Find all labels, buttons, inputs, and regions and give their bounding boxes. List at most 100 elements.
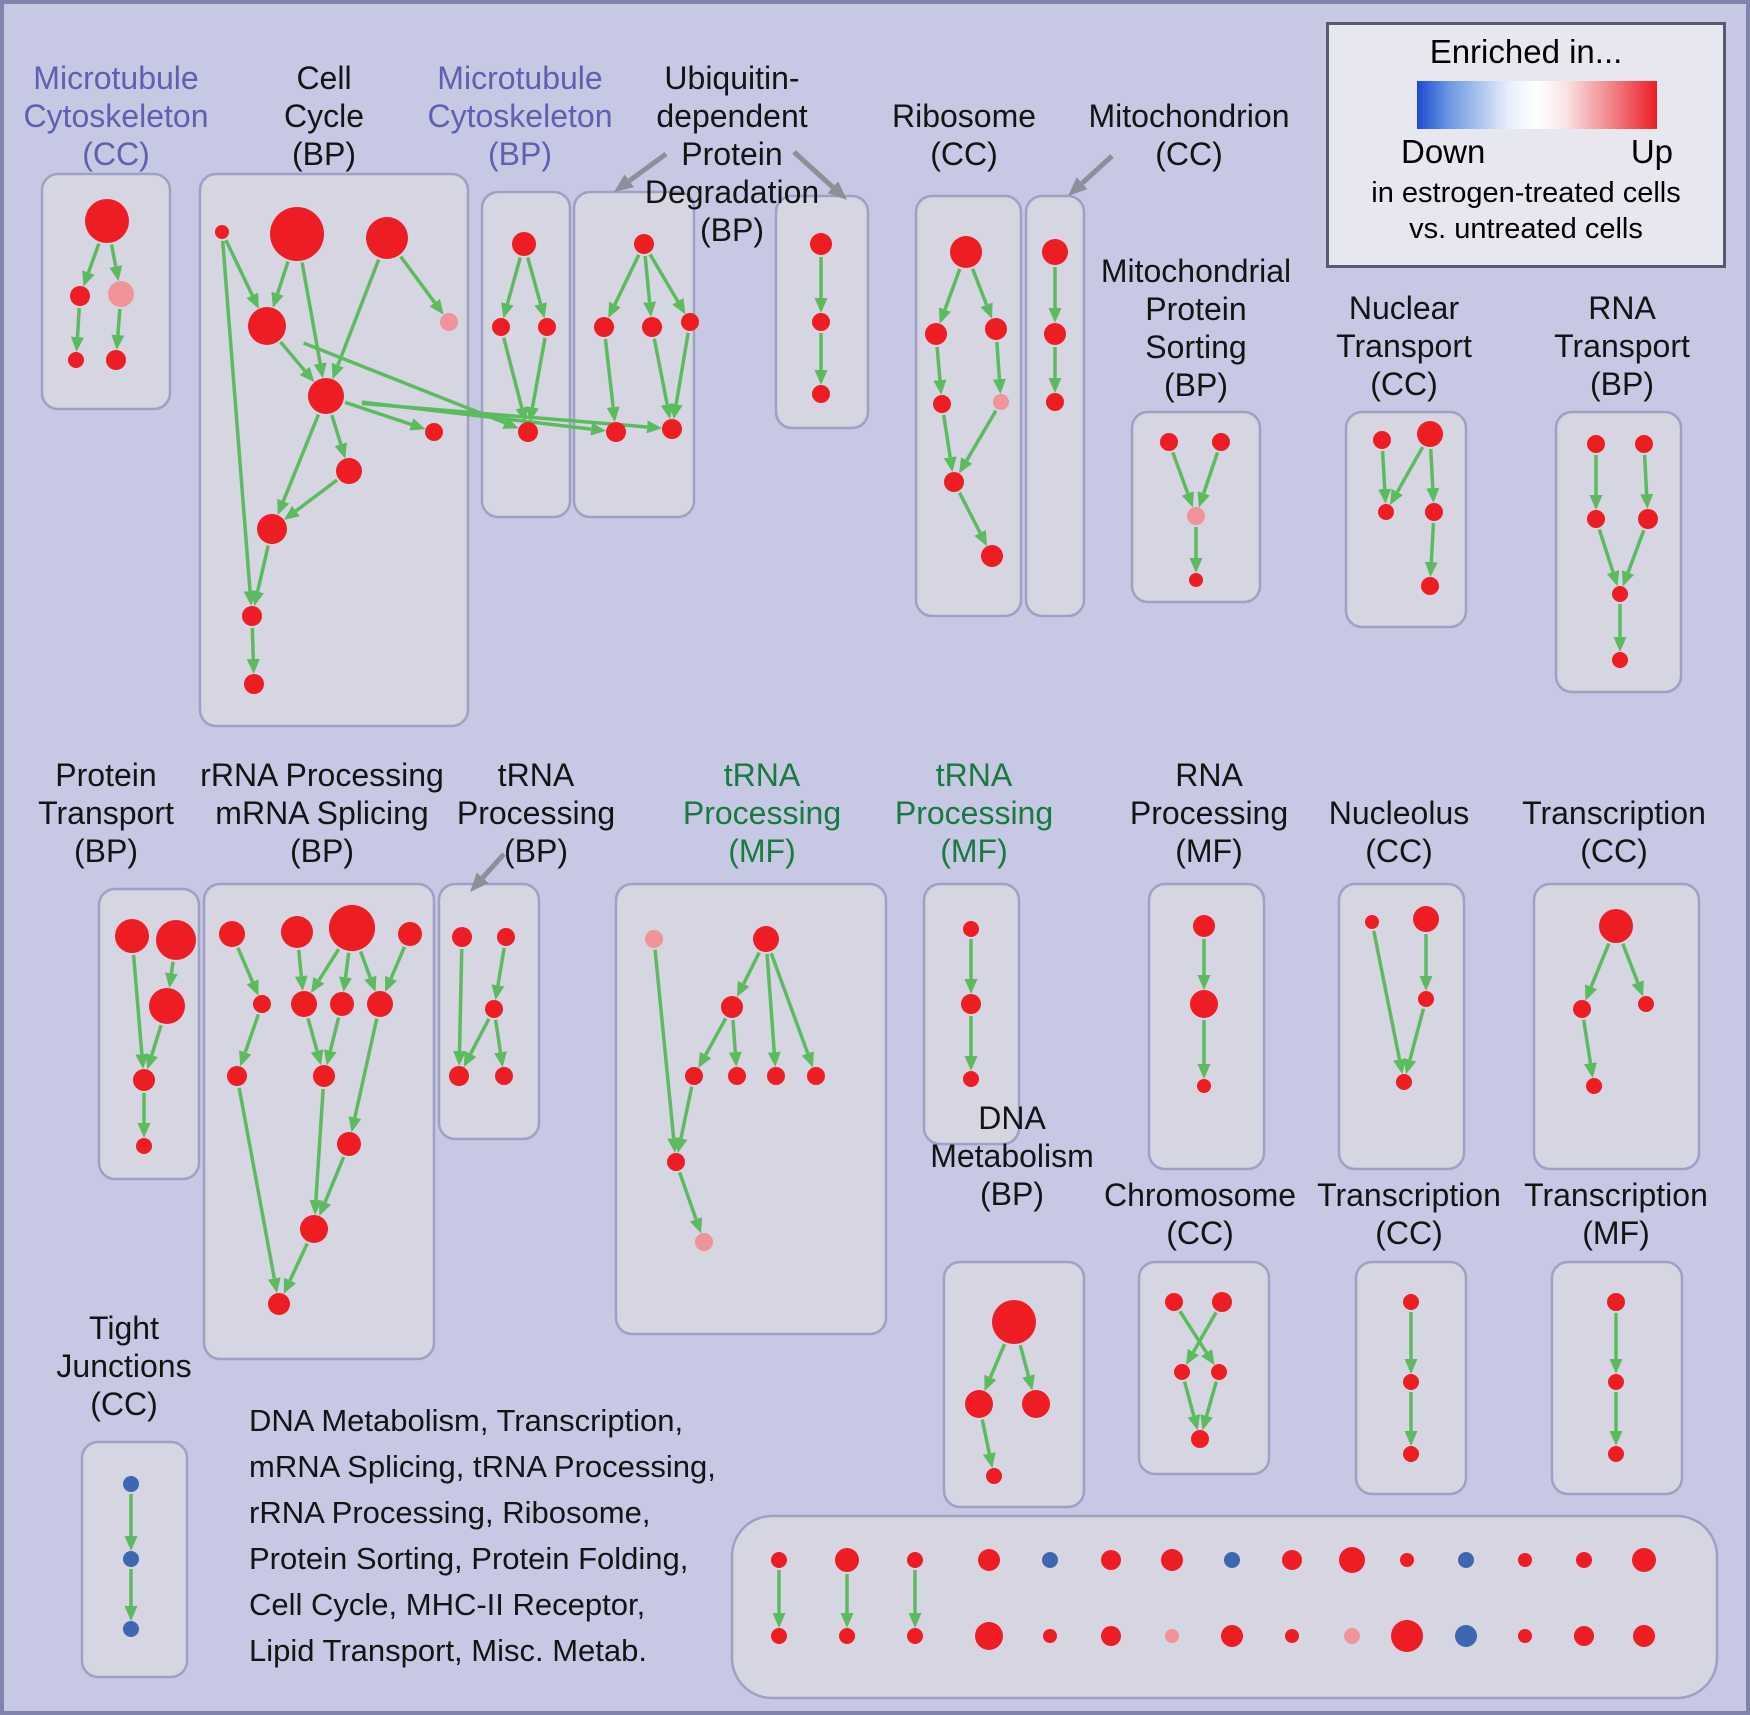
go-term-node-nuclear-transport-cc-2 xyxy=(1378,504,1394,520)
edge-rna-transport-bp xyxy=(1621,529,1646,587)
diagram-canvas xyxy=(40,150,1719,1700)
go-term-node-microtubule-cytoskeleton-cc-2 xyxy=(108,281,134,307)
edge-microtubule-cytoskeleton-bp xyxy=(501,257,522,319)
nodes-layer xyxy=(68,199,1658,1652)
edge-trna-processing-mf-large xyxy=(736,951,761,998)
go-term-node-trna-processing-bp-0 xyxy=(452,927,472,947)
go-term-node-misc-row-28 xyxy=(1574,1626,1594,1646)
edge-rrna-processing-mrna-splicing-bp xyxy=(306,1017,324,1066)
go-term-node-trna-processing-mf-small-0 xyxy=(963,921,979,937)
go-term-node-transcription-cc-bottom-0 xyxy=(1403,1294,1419,1310)
go-term-node-tight-junctions-cc-0 xyxy=(123,1476,139,1492)
go-term-node-transcription-cc-middle-1 xyxy=(1573,1000,1591,1018)
cluster-box-trna-processing-mf-large xyxy=(614,882,888,1336)
edge-nuclear-transport-cc xyxy=(1424,522,1438,578)
edge-dna-metabolism-bp xyxy=(984,1343,1007,1392)
edge-ubiquitin-degradation-bp-left xyxy=(603,338,620,423)
go-term-node-protein-transport-bp-2 xyxy=(149,988,185,1024)
go-term-node-cell-cycle-bp-3 xyxy=(248,307,286,345)
go-term-node-rrna-processing-mrna-splicing-bp-8 xyxy=(227,1066,247,1086)
edge-rrna-processing-mrna-splicing-bp xyxy=(324,1017,341,1066)
edge-nuclear-transport-cc xyxy=(1378,450,1392,505)
cross-cluster-edge xyxy=(303,341,519,429)
edge-chromosome-cc xyxy=(1185,1311,1218,1366)
edge-rrna-processing-mrna-splicing-bp xyxy=(310,948,341,994)
edge-protein-transport-bp xyxy=(165,961,178,989)
edge-cell-cycle-bp xyxy=(344,400,426,431)
go-term-node-dna-metabolism-bp-0 xyxy=(992,1300,1036,1344)
edge-mitochondrial-protein-sorting-bp xyxy=(1171,451,1194,508)
go-term-node-dna-metabolism-bp-1 xyxy=(965,1390,993,1418)
edge-cell-cycle-bp xyxy=(220,240,257,607)
go-term-node-trna-processing-bp-1 xyxy=(497,928,515,946)
edge-microtubule-cytoskeleton-cc xyxy=(109,244,123,282)
label-pointer-arrow xyxy=(1067,154,1114,197)
go-term-node-misc-row-1 xyxy=(835,1548,859,1572)
go-term-node-nuclear-transport-cc-3 xyxy=(1425,503,1443,521)
go-term-node-rrna-processing-mrna-splicing-bp-6 xyxy=(330,992,354,1016)
go-term-node-ribosome-cc-2 xyxy=(985,318,1007,340)
edge-microtubule-cytoskeleton-bp xyxy=(526,337,547,423)
go-term-node-nucleolus-cc-3 xyxy=(1396,1074,1412,1090)
edge-trna-processing-mf-large xyxy=(653,949,681,1154)
edge-ribosome-cc xyxy=(941,414,957,473)
edge-rna-transport-bp xyxy=(1640,454,1654,510)
go-term-node-misc-row-5 xyxy=(1101,1550,1121,1570)
edge-rrna-processing-mrna-splicing-bp xyxy=(294,949,308,992)
go-term-node-rrna-processing-mrna-splicing-bp-5 xyxy=(291,991,317,1017)
go-term-node-misc-row-12 xyxy=(1518,1553,1532,1567)
go-term-node-transcription-cc-bottom-2 xyxy=(1403,1446,1419,1462)
edge-cell-cycle-bp xyxy=(279,340,315,383)
cluster-box-nucleolus-cc xyxy=(1337,882,1466,1171)
edge-transcription-cc-middle xyxy=(1585,942,1611,1001)
go-term-node-misc-row-23 xyxy=(1285,1629,1299,1643)
go-term-node-misc-row-17 xyxy=(907,1628,923,1644)
cluster-box-chromosome-cc xyxy=(1137,1260,1271,1476)
edge-microtubule-cytoskeleton-cc xyxy=(82,242,101,287)
go-term-node-protein-transport-bp-3 xyxy=(133,1069,155,1091)
go-term-node-ribosome-cc-0 xyxy=(950,236,982,268)
edge-ubiquitin-degradation-bp-left xyxy=(648,253,686,315)
edge-mitochondrial-protein-sorting-bp xyxy=(1197,451,1220,508)
go-term-node-misc-row-3 xyxy=(978,1549,1000,1571)
go-term-node-transcription-cc-bottom-1 xyxy=(1403,1374,1419,1390)
go-term-node-transcription-cc-middle-2 xyxy=(1638,996,1654,1012)
edge-nucleolus-cc xyxy=(1403,1008,1426,1075)
cluster-box-protein-transport-bp xyxy=(97,887,201,1181)
note-line: mRNA Splicing, tRNA Processing, xyxy=(249,1449,716,1484)
go-term-node-rrna-processing-mrna-splicing-bp-9 xyxy=(313,1065,335,1087)
go-term-node-ubiquitin-degradation-bp-left-5 xyxy=(662,419,682,439)
edge-cell-cycle-bp xyxy=(246,627,260,675)
edge-cell-cycle-bp xyxy=(399,255,444,315)
cluster-box-ribosome-cc xyxy=(914,194,1023,618)
go-term-node-cell-cycle-bp-4 xyxy=(440,313,458,331)
go-term-node-rrna-processing-mrna-splicing-bp-10 xyxy=(337,1132,361,1156)
edge-ribosome-cc xyxy=(959,409,998,474)
go-term-node-mitochondrial-protein-sorting-bp-1 xyxy=(1212,433,1230,451)
go-term-node-cell-cycle-bp-9 xyxy=(242,606,262,626)
go-term-node-transcription-mf-1 xyxy=(1608,1374,1624,1390)
go-term-node-misc-row-9 xyxy=(1339,1547,1365,1573)
edges-layer xyxy=(70,239,1654,1628)
edge-trna-processing-mf-large xyxy=(769,952,814,1068)
go-term-node-mitochondrial-protein-sorting-bp-2 xyxy=(1187,507,1205,525)
go-term-node-misc-row-14 xyxy=(1632,1548,1656,1572)
go-term-node-cell-cycle-bp-8 xyxy=(257,514,287,544)
go-term-node-nuclear-transport-cc-4 xyxy=(1421,577,1439,595)
edge-rrna-processing-mrna-splicing-bp xyxy=(319,1156,346,1217)
go-term-node-rna-transport-bp-1 xyxy=(1635,435,1653,453)
edge-microtubule-cytoskeleton-cc xyxy=(70,307,84,353)
cluster-box-nuclear-transport-cc xyxy=(1344,410,1468,629)
edge-nucleolus-cc xyxy=(1372,930,1406,1075)
go-term-node-trna-processing-mf-large-0 xyxy=(645,930,663,948)
cluster-box-ubiquitin-degradation-bp-left xyxy=(572,190,696,519)
go-term-node-trna-processing-mf-large-5 xyxy=(767,1067,785,1085)
go-term-node-rna-transport-bp-2 xyxy=(1587,510,1605,528)
go-term-node-nucleolus-cc-2 xyxy=(1418,991,1434,1007)
edge-microtubule-cytoskeleton-bp xyxy=(526,257,547,319)
label-pointer-arrow xyxy=(792,150,847,201)
go-term-node-microtubule-cytoskeleton-cc-1 xyxy=(70,286,90,306)
go-term-node-rna-transport-bp-3 xyxy=(1638,509,1658,529)
note-text: DNA Metabolism, Transcription, mRNA Spli… xyxy=(249,1398,716,1674)
